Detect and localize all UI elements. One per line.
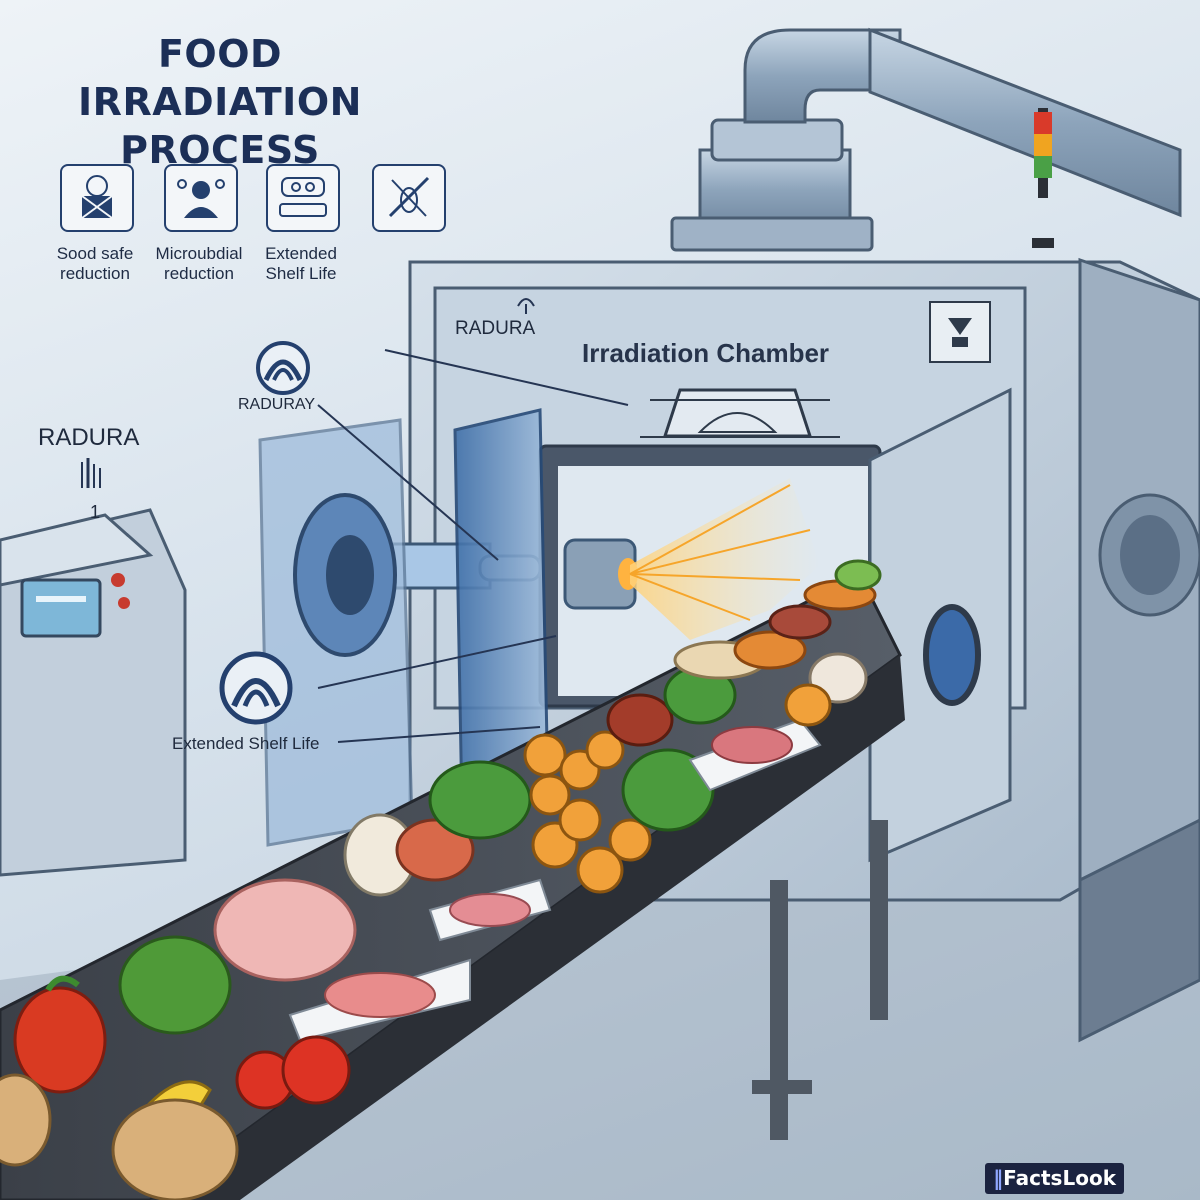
- shelf-life-icon: [266, 164, 340, 232]
- extended-shelf-life-label: Extended Shelf Life: [172, 734, 320, 753]
- microbe-reduction-icon: [164, 164, 238, 232]
- no-pests-icon: [372, 164, 446, 232]
- radura-logo-lower-icon: [214, 650, 298, 731]
- exhaust-duct: [670, 27, 1182, 252]
- radura-mark: 1: [90, 502, 101, 522]
- benefit-label-microbe-reduction: Microubdial reduction: [155, 244, 243, 283]
- benefit-label-food-safety: Sood safe reduction: [56, 244, 134, 283]
- factslook-watermark: ‖FactsLook: [985, 1163, 1124, 1194]
- title-line-1: FOOD IRRADIATION: [78, 32, 362, 124]
- radura-logo-icon: [252, 340, 314, 401]
- factslook-logo-icon: ‖: [993, 1166, 1004, 1190]
- radura-label: RADURA: [38, 424, 140, 451]
- control-cabinet: [0, 508, 187, 877]
- radiation-symbol-icon: [514, 292, 538, 321]
- irradiation-chamber-label: Irradiation Chamber: [582, 338, 830, 368]
- chamber-radura-label: RADURA: [455, 318, 536, 339]
- page-title: FOOD IRRADIATION PROCESS: [30, 30, 410, 174]
- leader-lines: [317, 349, 629, 743]
- food-safety-icon: [60, 164, 134, 232]
- raduray-label: RADURAY: [238, 396, 316, 413]
- radiation-beam: [630, 478, 820, 640]
- benefit-label-shelf-life: Extended Shelf Life: [265, 244, 337, 283]
- food-items: [0, 559, 882, 1200]
- radura-symbol-icon: [76, 458, 106, 497]
